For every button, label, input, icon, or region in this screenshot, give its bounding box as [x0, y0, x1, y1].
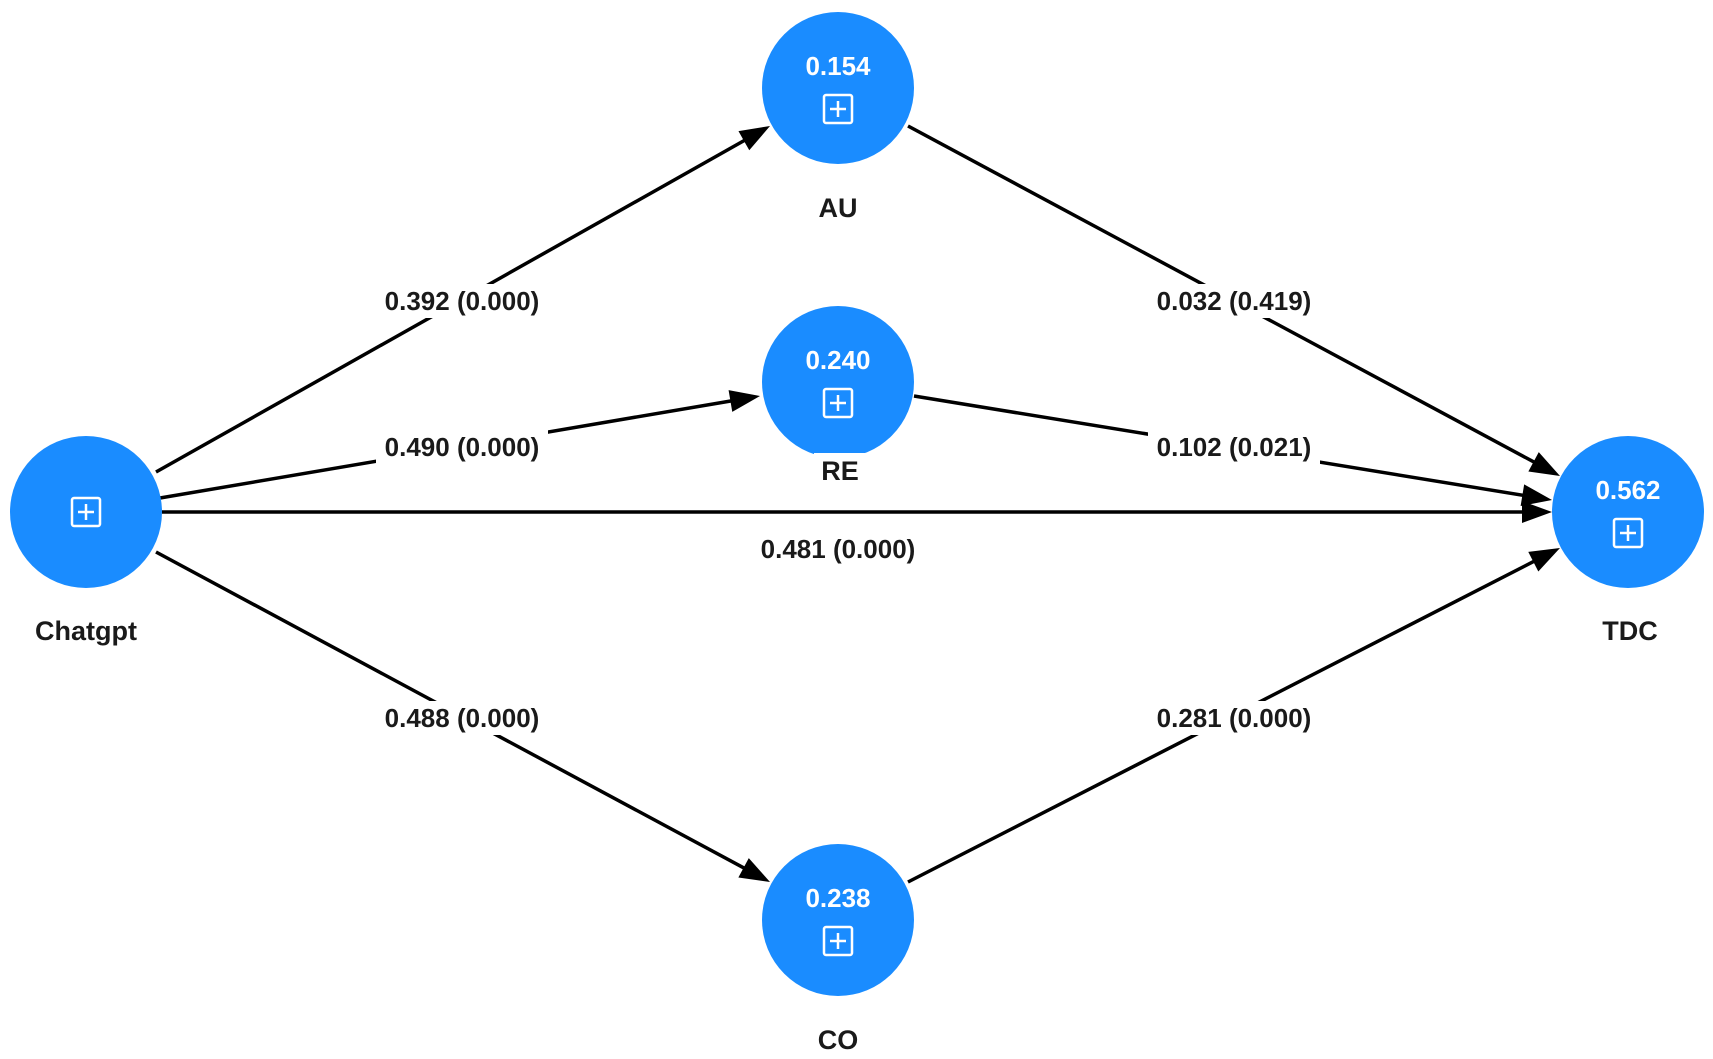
arrowhead-icon	[1520, 484, 1552, 507]
arrowhead-icon	[738, 858, 770, 882]
edge-co-tdc: 0.281 (0.000)	[907, 548, 1560, 884]
arrowhead-icon	[1528, 548, 1560, 572]
expand-plus-icon[interactable]	[70, 496, 102, 528]
node-name: CO	[818, 1025, 859, 1055]
edge-label-background	[752, 532, 924, 566]
node-name: RE	[821, 456, 859, 486]
arrowhead-icon	[728, 390, 760, 412]
arrowhead-icon	[1522, 501, 1552, 523]
node-circle[interactable]	[762, 844, 914, 996]
node-name: AU	[819, 193, 858, 223]
node-name: TDC	[1602, 616, 1658, 646]
edge-chatgpt-re: 0.490 (0.000)	[159, 390, 760, 500]
edge-re-tdc: 0.102 (0.021)	[913, 394, 1552, 507]
edge-chatgpt-au: 0.392 (0.000)	[155, 126, 770, 474]
expand-plus-icon[interactable]	[822, 93, 854, 125]
node-circle[interactable]	[762, 306, 914, 458]
edge-label: 0.392 (0.000)	[385, 286, 540, 316]
expand-plus-icon[interactable]	[822, 925, 854, 957]
edge-label: 0.490 (0.000)	[385, 432, 540, 462]
edge-label-background	[376, 284, 548, 318]
edge-chatgpt-co: 0.488 (0.000)	[155, 550, 770, 882]
node-value: 0.240	[805, 345, 870, 375]
expand-plus-icon[interactable]	[1612, 517, 1644, 549]
edge-label-background	[1148, 701, 1320, 735]
node-name: Chatgpt	[35, 616, 137, 646]
edge-chatgpt-tdc: 0.481 (0.000)	[162, 501, 1552, 566]
node-value: 0.238	[805, 883, 870, 913]
node-value: 0.154	[805, 51, 871, 81]
node-chatgpt[interactable]: Chatgpt	[10, 436, 162, 646]
edge-label-background	[376, 701, 548, 735]
edges-layer: 0.392 (0.000) 0.490 (0.000) 0.481 (0.000) 0…	[155, 124, 1560, 884]
edge-label-background	[1148, 430, 1320, 464]
edge-label: 0.481 (0.000)	[761, 534, 916, 564]
node-circle[interactable]	[1552, 436, 1704, 588]
edge-label-background	[376, 430, 548, 464]
edge-label: 0.102 (0.021)	[1157, 432, 1312, 462]
arrowhead-icon	[1528, 452, 1560, 476]
node-name-background	[814, 453, 866, 487]
node-circle[interactable]	[762, 12, 914, 164]
node-value: 0.562	[1595, 475, 1660, 505]
edge-label-background	[1148, 284, 1320, 318]
edge-label: 0.488 (0.000)	[385, 703, 540, 733]
edge-label: 0.032 (0.419)	[1157, 286, 1312, 316]
arrowhead-icon	[738, 126, 770, 151]
expand-plus-icon[interactable]	[822, 387, 854, 419]
edge-label: 0.281 (0.000)	[1157, 703, 1312, 733]
edge-au-tdc: 0.032 (0.419)	[907, 124, 1560, 476]
